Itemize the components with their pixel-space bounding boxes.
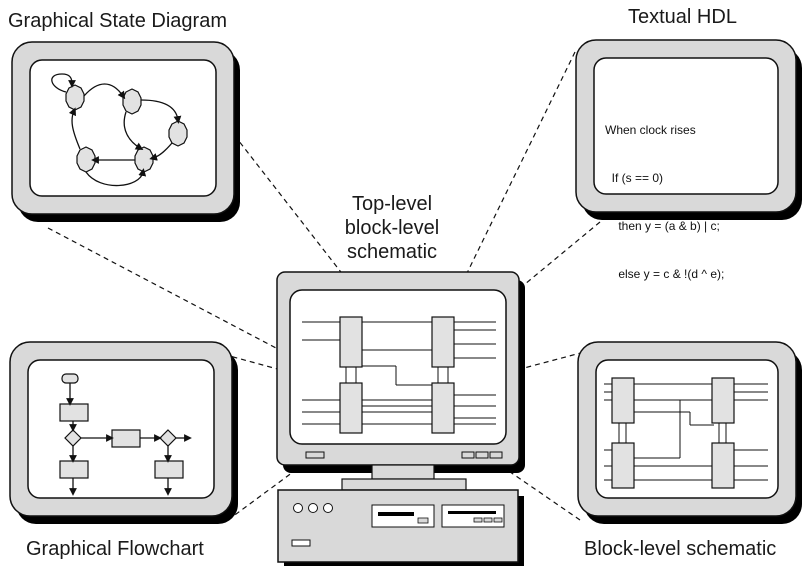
state-node <box>76 146 96 173</box>
state-transitions <box>51 73 182 187</box>
state-node <box>122 88 142 115</box>
top-level-label-line: schematic <box>346 241 438 263</box>
top-level-label-line: block-level <box>344 217 440 239</box>
power-button <box>293 503 303 513</box>
top-block <box>339 316 363 368</box>
top-block <box>431 382 455 434</box>
block-schematic-screen <box>577 341 802 524</box>
top-level-label-line: Top-level <box>351 193 433 215</box>
top-level-wires <box>302 321 496 425</box>
cd-drive <box>441 504 505 528</box>
computer-base <box>277 489 524 566</box>
top-level-blocks <box>339 316 455 434</box>
flowchart-arrows <box>66 383 192 496</box>
flowchart-label: Graphical Flowchart <box>26 538 204 560</box>
schematic-block <box>611 442 635 489</box>
monitor-button <box>461 451 475 459</box>
hdl-code-line: If (s == 0) <box>605 171 664 185</box>
computer-monitor <box>276 271 525 473</box>
state-node <box>65 84 85 111</box>
state-node <box>134 146 154 173</box>
hdl-code-line: When clock rises <box>605 123 696 137</box>
flow-process <box>111 429 141 448</box>
state-node <box>168 120 188 147</box>
power-button <box>308 503 318 513</box>
textual-hdl-label: Textual HDL <box>628 6 737 28</box>
state-diagram-label: Graphical State Diagram <box>8 10 227 32</box>
flow-process <box>154 460 184 479</box>
flowchart-screen <box>9 341 238 524</box>
power-button <box>323 503 333 513</box>
connector-state-bottom <box>47 227 353 389</box>
hdl-code-line: then y = (a & b) | c; <box>605 219 720 233</box>
monitor-button <box>305 451 325 459</box>
flow-process <box>59 403 89 422</box>
state-diagram-screen <box>11 41 240 222</box>
state-nodes <box>65 84 188 173</box>
flow-start <box>61 373 79 384</box>
top-level-label: Top-level block-level schematic <box>312 192 472 264</box>
hdl-screen <box>575 39 802 220</box>
block-boxes <box>611 377 735 489</box>
schematic-block <box>711 442 735 489</box>
connector-hdl-top <box>447 51 576 313</box>
hdl-code-line: else y = c & !(d ^ e); <box>605 267 725 281</box>
hdl-code: When clock rises If (s == 0) then y = (a… <box>605 90 724 298</box>
top-block <box>431 316 455 368</box>
monitor-button <box>475 451 489 459</box>
flow-process <box>59 460 89 479</box>
top-block <box>339 382 363 434</box>
block-schematic-label: Block-level schematic <box>584 538 777 560</box>
schematic-block <box>611 377 635 424</box>
schematic-block <box>711 377 735 424</box>
monitor-button <box>489 451 503 459</box>
base-slot <box>291 539 311 547</box>
